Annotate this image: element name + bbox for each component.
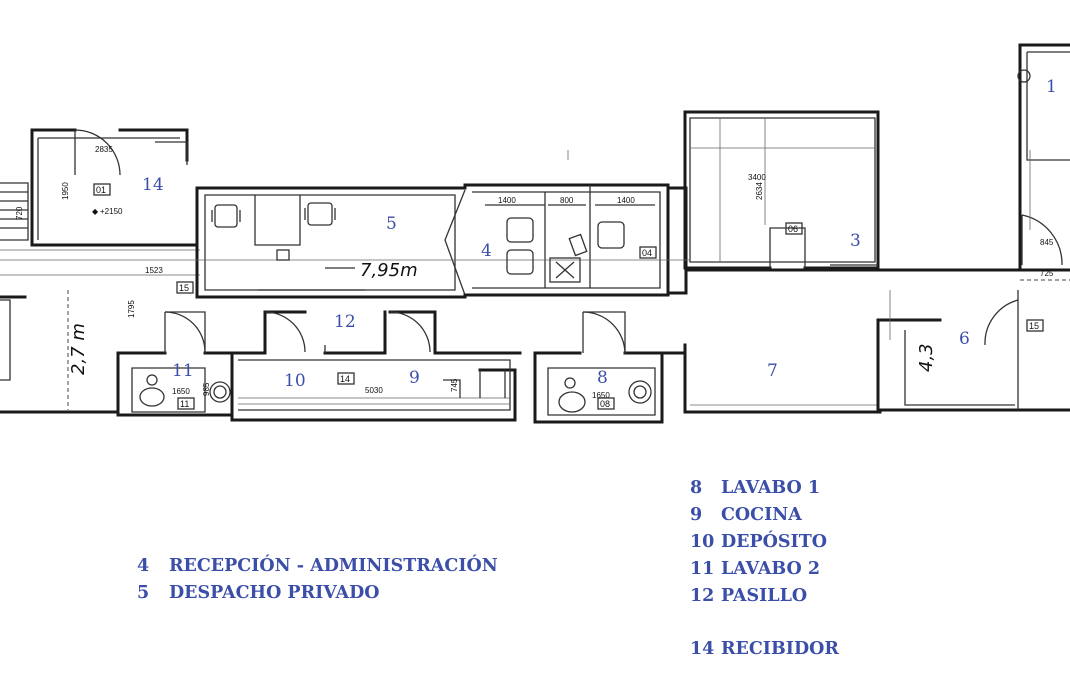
dimension-label: 1400 <box>498 196 516 205</box>
legend-item: 10 DEPÓSITO <box>690 528 839 555</box>
legend-number: 10 <box>690 531 715 552</box>
room-number-4: 4 <box>481 241 492 261</box>
desk-icon <box>549 233 588 283</box>
dimension-label: 1523 <box>145 266 163 275</box>
legend-label: LAVABO 1 <box>721 477 821 498</box>
dimension-label: 1400 <box>617 196 635 205</box>
legend-label: DESPACHO PRIVADO <box>169 582 380 603</box>
chair-icon <box>506 249 534 275</box>
toilet-icon <box>209 381 231 403</box>
furniture <box>139 69 1031 413</box>
room-tag: 01 <box>96 185 106 195</box>
dimension-label: 725 <box>1040 269 1054 278</box>
legend-number: 8 <box>690 477 703 498</box>
room-tag: 15 <box>1029 321 1039 331</box>
room-tag: 08 <box>600 399 610 409</box>
room-number-1: 1 <box>1046 77 1057 97</box>
chair-icon <box>211 204 241 228</box>
chair-icon <box>597 221 625 249</box>
dimension-label: 1950 <box>61 182 70 200</box>
legend-number: 5 <box>137 582 150 603</box>
toilet-icon <box>628 380 652 404</box>
dimension-label: 5030 <box>365 386 383 395</box>
room-number-9: 9 <box>409 368 420 388</box>
chair-icon <box>304 202 336 226</box>
room-numbers: 1 3 4 5 6 7 8 9 10 11 12 14 <box>142 77 1057 391</box>
dimension-label: +2150 <box>100 207 123 216</box>
walls <box>0 43 1070 424</box>
handwritten-length: 2,7 m <box>68 323 89 375</box>
sink-icon <box>139 374 165 407</box>
chair-icon <box>506 217 534 243</box>
dimension-label: 1650 <box>172 387 190 396</box>
dimension-label: 1650 <box>592 391 610 400</box>
dimension-label: ◆ <box>92 207 99 216</box>
legend-number: 12 <box>690 585 715 606</box>
legend-number: 14 <box>690 638 715 659</box>
dimension-label: 800 <box>560 196 574 205</box>
room-tag: 04 <box>642 248 652 258</box>
handwritten-length: 7,95m <box>360 260 418 281</box>
room-tags: 01 04 06 14 15 15 11 08 <box>93 183 1044 410</box>
legend-label: PASILLO <box>721 585 808 606</box>
legend-left: 4 RECEPCIÓN - ADMINISTRACIÓN 5 DESPACHO … <box>137 552 498 606</box>
room-number-10: 10 <box>284 371 306 391</box>
room-tag: 06 <box>788 224 798 234</box>
handwritten-length: 4,3 <box>916 343 937 372</box>
dimension-label: 720 <box>15 206 24 220</box>
legend-label: RECEPCIÓN - ADMINISTRACIÓN <box>169 555 498 576</box>
room-tag: 11 <box>180 399 189 409</box>
dimension-label: 2835 <box>95 145 113 154</box>
legend-label: DEPÓSITO <box>721 531 828 552</box>
room-number-8: 8 <box>597 368 608 388</box>
legend-item: 5 DESPACHO PRIVADO <box>137 579 498 606</box>
room-number-7: 7 <box>767 361 778 381</box>
room-number-5: 5 <box>386 214 397 234</box>
room-tag: 14 <box>340 374 350 384</box>
legend-label: RECIBIDOR <box>721 638 839 659</box>
dimension-label: 985 <box>202 382 211 396</box>
dimension-labels: 2835 1950 720 ◆ +2150 1523 1795 1400 800… <box>15 145 1054 400</box>
room-tag: 15 <box>179 283 189 293</box>
dimension-label: 2634 <box>755 182 764 200</box>
dimension-label: 745 <box>450 378 459 392</box>
legend-number: 9 <box>690 504 703 525</box>
fixture-icon <box>1017 69 1031 83</box>
room-number-12: 12 <box>334 312 356 332</box>
legend-label: LAVABO 2 <box>721 558 821 579</box>
legend-item: 11 LAVABO 2 <box>690 555 839 582</box>
small-box <box>276 249 290 261</box>
room-number-14: 14 <box>142 175 164 195</box>
legend-right: 8 LAVABO 1 9 COCINA 10 DEPÓSITO 11 LAVAB… <box>690 474 839 662</box>
legend-item: 4 RECEPCIÓN - ADMINISTRACIÓN <box>137 552 498 579</box>
sink-icon <box>558 377 586 413</box>
room-number-3: 3 <box>850 231 861 251</box>
handwritten-notes: 7,95m 2,7 m 4,3 <box>67 260 937 410</box>
room-number-11: 11 <box>172 361 194 381</box>
legend-number: 11 <box>690 558 715 579</box>
legend-item: 8 LAVABO 1 <box>690 474 839 501</box>
legend-item: 9 COCINA <box>690 501 839 528</box>
legend-spacer <box>690 609 839 635</box>
legend-number: 4 <box>137 555 150 576</box>
room-number-6: 6 <box>959 329 970 349</box>
legend-item: 14 RECIBIDOR <box>690 635 839 662</box>
dimension-label: 3400 <box>748 173 766 182</box>
legend-item: 12 PASILLO <box>690 582 839 609</box>
legend-label: COCINA <box>721 504 802 525</box>
dimension-label: 1795 <box>127 300 136 318</box>
dimension-label: 845 <box>1040 238 1054 247</box>
